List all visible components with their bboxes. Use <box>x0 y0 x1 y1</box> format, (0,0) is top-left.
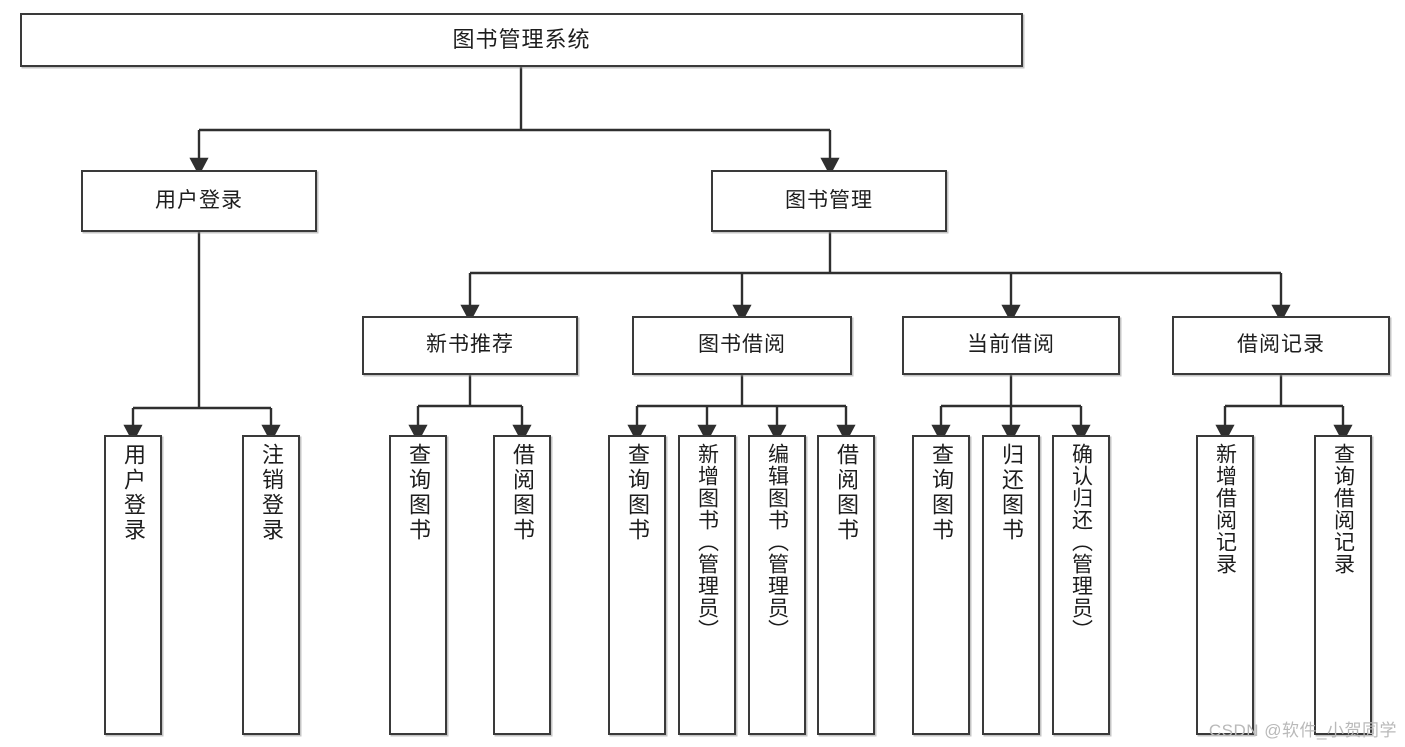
node-book-management[interactable]: 图书管理 <box>711 170 947 232</box>
leaf-recommend-query-book[interactable]: 查询图书 <box>389 435 447 735</box>
node-label: 图书管理 <box>785 188 873 212</box>
node-label: 用户登录 <box>155 188 243 212</box>
node-label: 注销登录 <box>259 443 284 543</box>
node-user-login[interactable]: 用户登录 <box>81 170 317 232</box>
leaf-user-login-login[interactable]: 用户登录 <box>104 435 162 735</box>
node-label: 用户登录 <box>121 443 146 543</box>
leaf-recommend-borrow-book[interactable]: 借阅图书 <box>493 435 551 735</box>
leaf-record-add-record[interactable]: 新增借阅记录 <box>1196 435 1254 735</box>
node-label: 借阅图书 <box>510 443 535 543</box>
node-label: 查询图书 <box>625 443 650 543</box>
node-label: 新增图书（管理员） <box>695 443 719 641</box>
node-label: 新增借阅记录 <box>1213 443 1237 575</box>
node-label: 当前借阅 <box>967 333 1055 357</box>
csdn-watermark: CSDN @软件_小贺同学 <box>1208 721 1397 740</box>
node-book-borrow[interactable]: 图书借阅 <box>632 316 852 375</box>
leaf-current-query-book[interactable]: 查询图书 <box>912 435 970 735</box>
node-label: 查询借阅记录 <box>1331 443 1355 575</box>
node-label: 新书推荐 <box>426 333 514 357</box>
leaf-record-query-record[interactable]: 查询借阅记录 <box>1314 435 1372 735</box>
node-label: 确认归还（管理员） <box>1069 443 1093 641</box>
node-root-system[interactable]: 图书管理系统 <box>20 13 1023 67</box>
leaf-borrow-add-book-admin[interactable]: 新增图书（管理员） <box>678 435 736 735</box>
node-new-book-recommend[interactable]: 新书推荐 <box>362 316 578 375</box>
node-label: 查询图书 <box>929 443 954 543</box>
node-label: 借阅图书 <box>834 443 859 543</box>
leaf-borrow-borrow-book[interactable]: 借阅图书 <box>817 435 875 735</box>
node-label: 查询图书 <box>406 443 431 543</box>
leaf-borrow-query-book[interactable]: 查询图书 <box>608 435 666 735</box>
node-current-borrow[interactable]: 当前借阅 <box>902 316 1120 375</box>
node-label: 图书借阅 <box>698 333 786 357</box>
node-label: 归还图书 <box>999 443 1024 543</box>
leaf-current-confirm-return-admin[interactable]: 确认归还（管理员） <box>1052 435 1110 735</box>
leaf-borrow-edit-book-admin[interactable]: 编辑图书（管理员） <box>748 435 806 735</box>
leaf-current-return-book[interactable]: 归还图书 <box>982 435 1040 735</box>
node-label: 图书管理系统 <box>452 27 591 53</box>
leaf-user-login-logout[interactable]: 注销登录 <box>242 435 300 735</box>
node-borrow-record[interactable]: 借阅记录 <box>1172 316 1390 375</box>
node-label: 编辑图书（管理员） <box>765 443 789 641</box>
node-label: 借阅记录 <box>1237 333 1325 357</box>
